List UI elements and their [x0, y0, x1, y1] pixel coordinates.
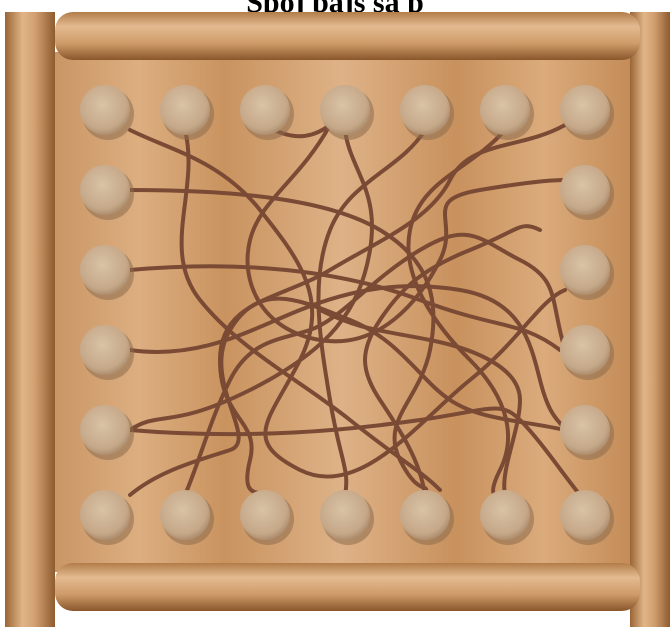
- peg-6[interactable]: [480, 85, 530, 135]
- peg-2[interactable]: [160, 85, 210, 135]
- peg-5[interactable]: [400, 85, 450, 135]
- left-post: [5, 12, 55, 627]
- peg-12[interactable]: [80, 325, 130, 375]
- peg-18[interactable]: [240, 490, 290, 540]
- peg-13[interactable]: [560, 325, 610, 375]
- bottom-rail: [55, 563, 640, 611]
- peg-20[interactable]: [400, 490, 450, 540]
- peg-4[interactable]: [320, 85, 370, 135]
- peg-10[interactable]: [80, 245, 130, 295]
- peg-3[interactable]: [240, 85, 290, 135]
- peg-15[interactable]: [560, 405, 610, 455]
- peg-19[interactable]: [320, 490, 370, 540]
- peg-11[interactable]: [560, 245, 610, 295]
- peg-9[interactable]: [560, 165, 610, 215]
- peg-7[interactable]: [560, 85, 610, 135]
- top-rail: [55, 12, 640, 60]
- right-post: [630, 12, 670, 627]
- peg-14[interactable]: [80, 405, 130, 455]
- peg-1[interactable]: [80, 85, 130, 135]
- peg-8[interactable]: [80, 165, 130, 215]
- peg-17[interactable]: [160, 490, 210, 540]
- peg-21[interactable]: [480, 490, 530, 540]
- peg-16[interactable]: [80, 490, 130, 540]
- peg-22[interactable]: [560, 490, 610, 540]
